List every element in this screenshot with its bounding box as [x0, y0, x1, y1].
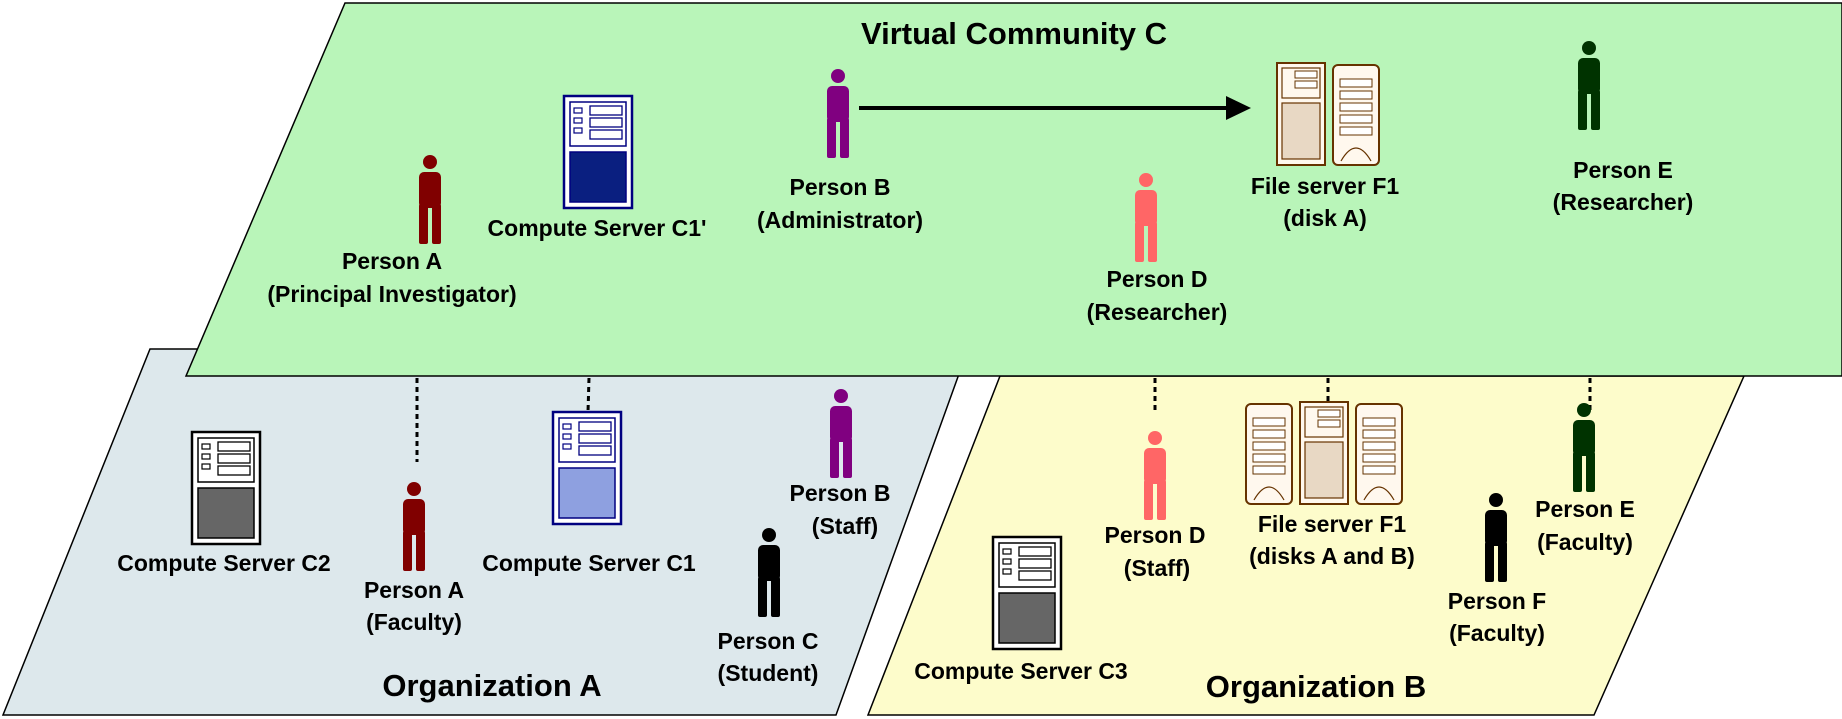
vc-person-b-role: (Administrator): [757, 207, 923, 233]
orgb-person-e: Person E (Faculty): [1535, 403, 1635, 555]
vc-person-b: Person B (Administrator): [757, 69, 923, 233]
orgb-person-d-role: (Staff): [1124, 555, 1190, 581]
file-server-rack-icon: [1245, 403, 1293, 505]
orga-person-c-role: (Student): [718, 660, 819, 686]
vc-person-e-name: Person E: [1573, 157, 1673, 183]
server-tower-icon: [991, 535, 1063, 651]
vc-person-a: Person A (Principal Investigator): [267, 155, 517, 307]
server-tower-icon: [551, 410, 623, 526]
orgb-person-d: Person D (Staff): [1105, 431, 1206, 581]
orga-person-a: Person A (Faculty): [364, 482, 464, 635]
orgb-person-d-name: Person D: [1105, 522, 1206, 548]
orga-person-b-role: (Staff): [812, 513, 878, 539]
orgb-person-f-name: Person F: [1448, 588, 1546, 614]
vc-person-e-role: (Researcher): [1553, 189, 1694, 215]
orga-person-a-name: Person A: [364, 577, 464, 603]
orga-compute-server-c2-label: Compute Server C2: [117, 550, 330, 576]
vc-person-d-name: Person D: [1107, 266, 1208, 292]
access-arrow: [859, 96, 1251, 120]
orgb-person-f: Person F (Faculty): [1448, 493, 1546, 646]
orga-compute-server-c1-label: Compute Server C1: [482, 550, 696, 576]
vc-person-a-role: (Principal Investigator): [267, 281, 516, 307]
vc-person-e: Person E (Researcher): [1553, 41, 1694, 215]
orgb-person-e-role: (Faculty): [1537, 529, 1633, 555]
virtual-community-title: Virtual Community C: [861, 16, 1167, 51]
server-tower-icon: [190, 430, 262, 546]
arrow-head-icon: [1226, 96, 1251, 120]
vc-person-a-name: Person A: [342, 248, 442, 274]
vc-person-d-role: (Researcher): [1087, 299, 1228, 325]
orga-person-b-name: Person B: [790, 480, 891, 506]
orga-person-a-role: (Faculty): [366, 609, 462, 635]
orga-person-c-name: Person C: [718, 628, 819, 654]
orga-person-b: Person B (Staff): [790, 389, 891, 539]
vc-person-d: Person D (Researcher): [1087, 173, 1228, 325]
vc-file-server-f1: File server F1 (disk A): [1251, 62, 1400, 231]
vc-compute-server-c1p-label: Compute Server C1': [488, 215, 707, 241]
organization-b-title: Organization B: [1206, 669, 1426, 704]
vc-file-server-f1-label: File server F1: [1251, 173, 1400, 199]
orgb-compute-server-c3-label: Compute Server C3: [914, 658, 1127, 684]
vc-person-b-name: Person B: [790, 174, 891, 200]
identity-links: [415, 377, 1592, 462]
orgb-person-f-role: (Faculty): [1449, 620, 1545, 646]
link-server-c1: [586, 377, 591, 413]
orgb-file-server-f1: File server F1 (disks A and B): [1245, 401, 1415, 569]
orga-compute-server-c2: Compute Server C2: [117, 430, 331, 576]
vc-compute-server-c1p: Compute Server C1': [488, 94, 707, 241]
orgb-file-server-f1-label: File server F1: [1258, 511, 1407, 537]
server-tower-icon: [562, 94, 634, 210]
vc-file-server-f1-detail: (disk A): [1283, 205, 1367, 231]
orga-compute-server-c1: Compute Server C1: [482, 410, 696, 576]
orgb-person-e-name: Person E: [1535, 496, 1635, 522]
orgb-file-server-f1-detail: (disks A and B): [1249, 543, 1415, 569]
orgb-compute-server-c3: Compute Server C3: [914, 535, 1128, 684]
orga-person-c: Person C (Student): [718, 528, 819, 686]
organization-a-title: Organization A: [382, 668, 601, 703]
